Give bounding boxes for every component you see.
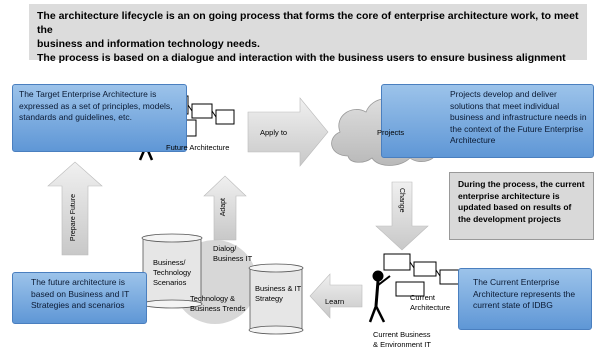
scenarios-line-1: Business/ — [153, 258, 186, 267]
trends-line-1: Technology & — [190, 294, 236, 303]
learn-arrow — [309, 273, 363, 319]
future-architecture-box: The future architecture is based on Busi… — [12, 272, 147, 324]
current-environment-line-2: & Environment IT — [373, 340, 431, 349]
during-process-box: During the process, the current enterpri… — [449, 172, 594, 240]
projects-box: Projects develop and deliver solutions t… — [381, 84, 594, 158]
projects-text: Projects develop and deliver solutions t… — [450, 89, 587, 145]
apply-to-label: Apply to — [260, 128, 288, 137]
trends-line-2: Business Trends — [190, 304, 246, 313]
strategy-line-2: Strategy — [255, 294, 283, 303]
scenarios-line-2: Technology — [153, 268, 191, 277]
learn-label: Learn — [325, 297, 345, 306]
change-label: Change — [398, 188, 405, 213]
header-banner: The architecture lifecycle is an on goin… — [29, 4, 587, 64]
current-environment-line-1: Current Business — [373, 330, 431, 339]
prepare-future-label: Prepare Future — [70, 194, 77, 242]
current-architect-figure — [368, 253, 461, 323]
target-architecture-text: The Target Enterprise Architecture is ex… — [19, 89, 173, 122]
scenarios-line-3: Scenarios — [153, 278, 187, 287]
current-architecture-box: The Current Enterprise Architecture repr… — [458, 268, 592, 330]
header-line-1: The architecture lifecycle is an on goin… — [37, 10, 579, 36]
change-arrow — [375, 181, 429, 251]
current-architecture-line-1: Current — [410, 293, 436, 302]
header-line-2: business and information technology need… — [37, 38, 260, 50]
strategy-scroll — [248, 263, 304, 335]
header-line-3: The process is based on a dialogue and i… — [37, 52, 566, 64]
apply-to-arrow — [247, 97, 329, 167]
current-architecture-line-2: Architecture — [410, 303, 451, 312]
scenarios-scroll — [141, 233, 203, 309]
future-architecture-label: Future Architecture — [166, 143, 230, 152]
projects-cloud-label: Projects — [377, 128, 405, 137]
future-architecture-text: The future architecture is based on Busi… — [31, 277, 130, 310]
adapt-label: Adapt — [220, 198, 227, 217]
target-architecture-box: The Target Enterprise Architecture is ex… — [12, 84, 187, 152]
prepare-future-arrow — [47, 161, 103, 256]
during-process-text: During the process, the current enterpri… — [458, 179, 585, 224]
strategy-line-1: Business & IT — [255, 284, 302, 293]
current-architecture-text: The Current Enterprise Architecture repr… — [473, 277, 576, 310]
business-it-label: Business IT — [213, 254, 253, 263]
dialog-label: Dialog/ — [213, 244, 237, 253]
adapt-arrow — [203, 175, 247, 241]
